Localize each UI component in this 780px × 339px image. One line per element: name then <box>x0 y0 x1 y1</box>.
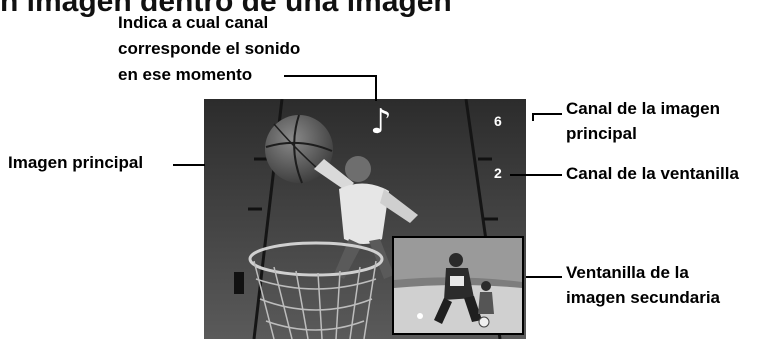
callout-sound-line1: Indica a cual canal <box>118 13 269 32</box>
callout-sound-line2: corresponde el sonido <box>118 39 301 58</box>
main-image-illustration <box>204 99 526 339</box>
leader-line-sound-v <box>375 75 377 101</box>
callout-main-image: Imagen principal <box>8 153 144 172</box>
callout-window-channel: Canal de la ventanilla <box>566 164 739 183</box>
callout-main-channel-line2: principal <box>566 124 637 143</box>
leader-line-secondary-window <box>526 276 562 278</box>
window-channel-number: 2 <box>494 165 502 181</box>
callout-sound-line3: en ese momento <box>118 65 253 84</box>
callout-secondary-window-line1: Ventanilla de la <box>566 263 689 282</box>
callout-secondary-window-line2: imagen secundaria <box>566 288 721 307</box>
main-channel-number: 6 <box>494 113 502 129</box>
leader-line-sound-h <box>284 75 376 77</box>
leader-line-main-channel-h <box>532 113 562 115</box>
secondary-image-illustration <box>394 238 522 333</box>
callout-main-channel-line1: Canal de la imagen <box>566 99 720 118</box>
leader-line-main-image <box>173 164 205 166</box>
leader-line-window-channel <box>510 174 562 176</box>
music-note-icon: ♪ <box>370 102 392 142</box>
page-heading-fragment: n imagen dentro de una imagen <box>0 0 452 18</box>
leader-line-main-channel-v <box>532 113 534 121</box>
pip-secondary-window <box>392 236 524 335</box>
